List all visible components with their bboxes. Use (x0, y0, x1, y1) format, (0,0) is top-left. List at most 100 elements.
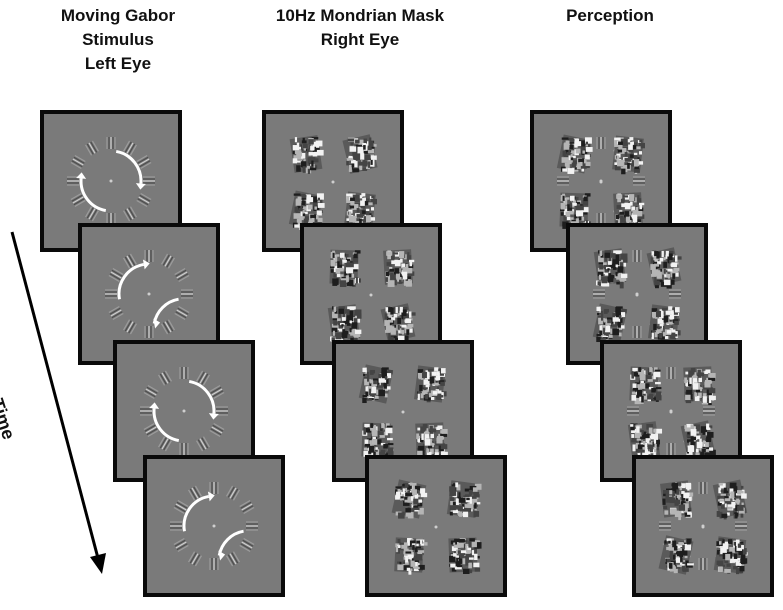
arrow-head-icon (207, 491, 215, 502)
title-line: Left Eye (84, 54, 152, 73)
gabor-patch (170, 521, 182, 531)
gabor-patch (633, 176, 645, 186)
mondrian-patch (391, 479, 428, 519)
gabor-patch (123, 253, 137, 269)
gabor-patch (735, 521, 747, 531)
title-line: Moving Gabor (60, 6, 176, 25)
gabor-patch (557, 176, 569, 186)
gabor-patch (70, 193, 86, 207)
gabor-patch (174, 306, 190, 320)
gabor-patch (698, 482, 708, 494)
mondrian-frame (262, 110, 404, 252)
rotation-arrow-icon (188, 379, 216, 414)
gabor-patch (196, 370, 210, 386)
gabor-patch (123, 206, 137, 222)
gabor-patch (226, 551, 240, 567)
rotation-arrow-icon (117, 262, 145, 300)
mondrian-patch (327, 304, 362, 345)
gabor-patch (669, 289, 681, 299)
gabor-patch (85, 206, 99, 222)
gabor-patch (123, 319, 137, 335)
gabor-patch (108, 268, 124, 282)
fixation-dot (147, 292, 151, 296)
gabor-patch (632, 326, 642, 338)
gabor-patch (108, 306, 124, 320)
mondrian-patch (592, 303, 628, 343)
gabor-patch (659, 521, 671, 531)
arrow-head-icon (218, 550, 226, 561)
title-line: 10Hz Mondrian Mask (275, 6, 445, 25)
gabor-patch (209, 482, 219, 494)
gabor-patch (593, 289, 605, 299)
mondrian-patch (712, 479, 748, 520)
mondrian-patch (629, 366, 662, 405)
mondrian-patch (394, 537, 428, 575)
mondrian-patch (380, 303, 416, 345)
gabor-patch (143, 176, 155, 186)
fixation-dot (212, 524, 216, 528)
fixation-dot (109, 179, 113, 183)
fixation-dot (701, 525, 705, 529)
gabor-patch (158, 370, 172, 386)
gabor-patch (239, 500, 255, 514)
gabor-patch (596, 137, 606, 149)
gabor-patch (136, 193, 152, 207)
gabor-patch (179, 443, 189, 455)
mondrian-patch (593, 248, 628, 289)
fixation-dot (635, 293, 639, 297)
title-line: Right Eye (320, 30, 400, 49)
arrow-head-icon (208, 413, 219, 420)
gabor-patch (173, 538, 189, 552)
arrow-head-icon (149, 402, 160, 409)
rotation-arrow-icon (115, 149, 143, 184)
gabor-frame (143, 455, 285, 597)
gabor-patch (196, 436, 210, 452)
mondrian-patch (289, 135, 324, 175)
arrow-head-icon (135, 183, 146, 190)
gabor-patch (158, 436, 172, 452)
gabor-patch (161, 319, 175, 335)
mondrian-patch (415, 422, 448, 462)
fixation-dot (599, 180, 603, 184)
mondrian-patch (342, 134, 378, 174)
title-line: Stimulus (82, 30, 154, 49)
mondrian-patch (680, 420, 716, 460)
mondrian-patch (713, 536, 748, 575)
mondrian-patch (683, 366, 716, 406)
title-left-eye: Moving Gabor Stimulus Left Eye (48, 4, 188, 76)
gabor-patch (174, 268, 190, 282)
gabor-patch (627, 406, 639, 416)
title-perception: Perception (540, 4, 680, 28)
gabor-patch (173, 500, 189, 514)
gabor-patch (239, 538, 255, 552)
gabor-patch (106, 137, 116, 149)
mondrian-patch (658, 535, 694, 575)
mondrian-patch (358, 364, 394, 404)
rotation-arrow-icon (152, 408, 180, 443)
arrow-head-icon (153, 318, 161, 329)
arrow-head-icon (76, 172, 87, 179)
fixation-dot (434, 525, 438, 529)
mondrian-patch (612, 135, 646, 175)
mondrian-patch (288, 190, 325, 230)
gabor-patch (666, 367, 676, 379)
mondrian-patch (627, 421, 663, 460)
fixation-dot (369, 293, 373, 297)
mondrian-patch (647, 304, 681, 342)
gabor-patch (179, 367, 189, 379)
mondrian-patch (329, 249, 361, 288)
gabor-patch (144, 326, 154, 338)
arrow-head-icon (142, 259, 150, 270)
gabor-patch (666, 443, 676, 455)
gabor-patch (226, 485, 240, 501)
mondrian-patch (646, 247, 682, 289)
rotation-arrow-icon (79, 178, 107, 213)
gabor-patch (209, 385, 225, 399)
gabor-patch (144, 250, 154, 262)
mondrian-patch (660, 480, 694, 521)
fixation-dot (401, 410, 405, 414)
gabor-patch (188, 551, 202, 567)
gabor-patch (143, 423, 159, 437)
gabor-patch (143, 385, 159, 399)
